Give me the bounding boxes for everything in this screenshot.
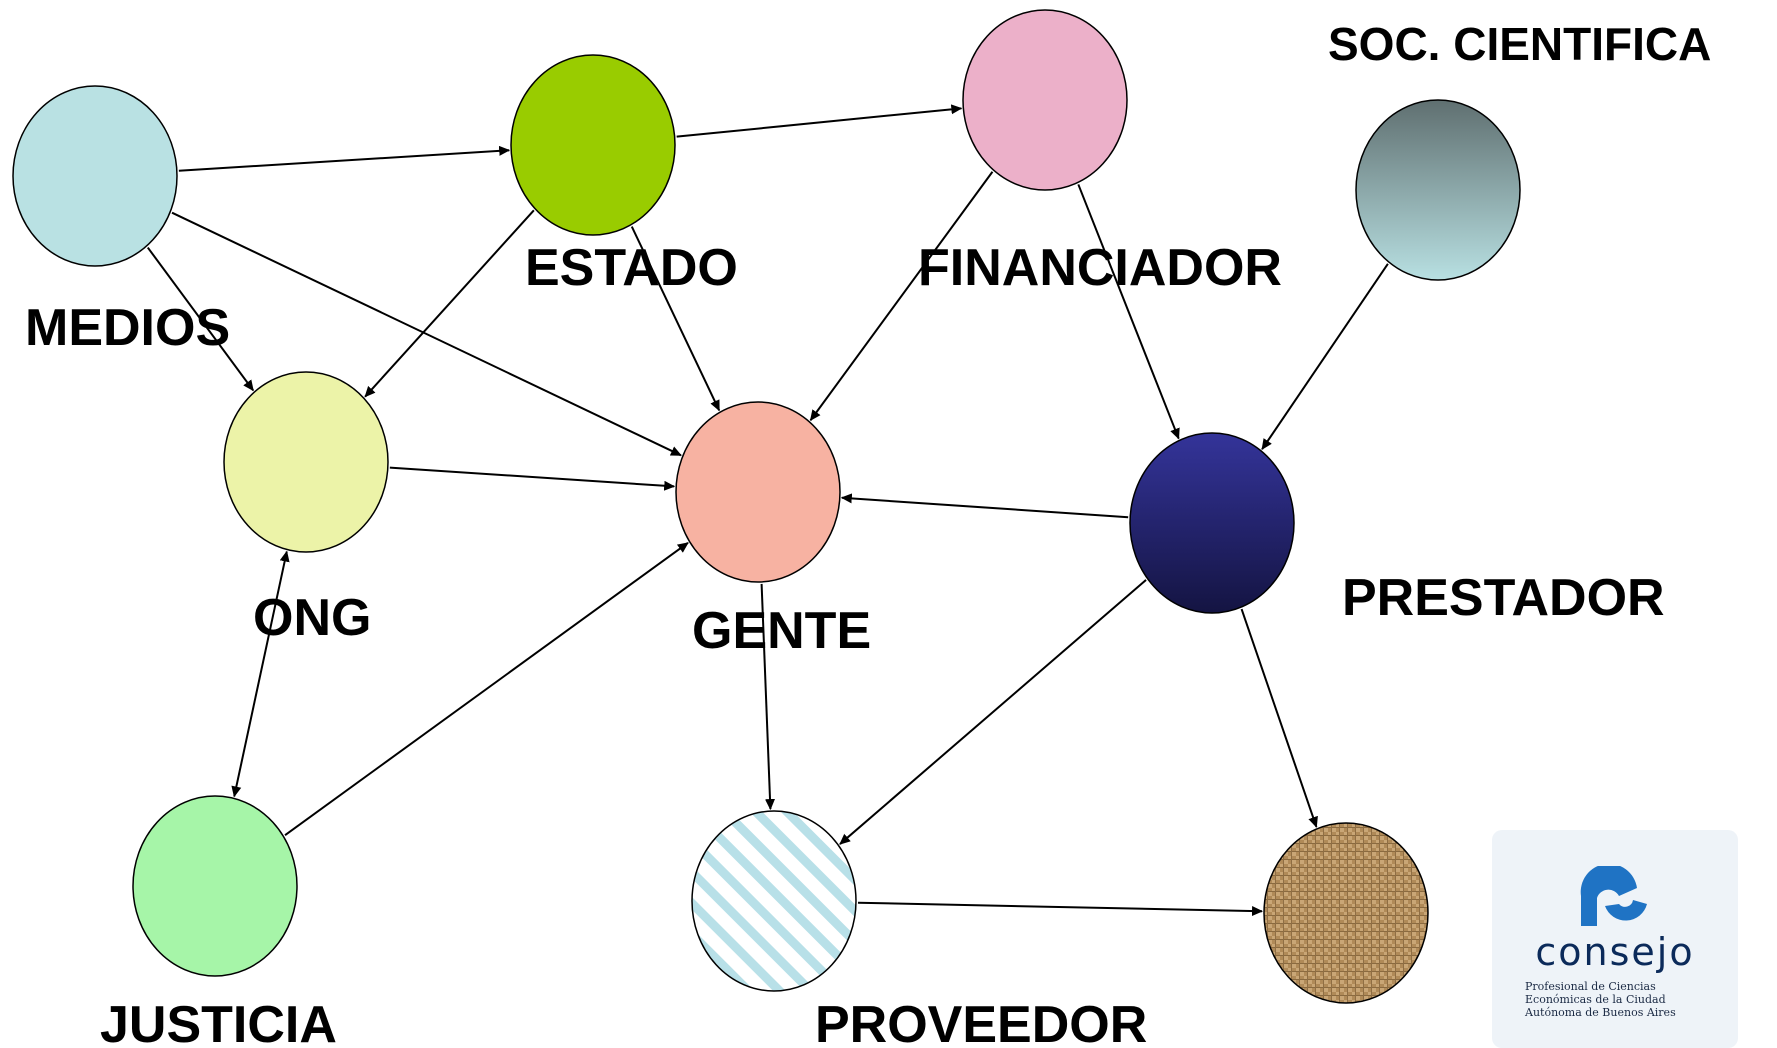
node-label-gente: GENTE [692,602,871,660]
edge-prestador-to-gente [840,493,1129,519]
node-ong [223,371,389,553]
labels-layer: MEDIOS ESTADO FINANCIADOR SOC. CIENTIFICA ON… [25,18,1711,1048]
node-label-ong: ONG [253,589,371,647]
edge-soc-to-prestador [1261,263,1389,450]
consejo-mark-icon [1580,866,1647,926]
node-gente [675,401,841,583]
logo-subtitle-line: Autónoma de Buenos Aires [1525,1006,1676,1019]
logo-wordmark: consejo [1535,930,1695,974]
edge-medios-to-gente [171,211,682,457]
node-prestador [1129,432,1295,614]
edge-ong-to-gente [389,466,676,491]
edge-financiador-to-prestador [1077,184,1180,440]
edge-prestador-to-proveedor [839,579,1147,845]
logo-subtitle-line: Profesional de Ciencias [1525,980,1656,993]
node-label-justicia: JUSTICIA [100,996,337,1048]
node-burlap [1263,822,1429,1004]
edge-prestador-to-burlap [1240,608,1318,828]
edge-justicia-to-gente [284,541,689,837]
edge-medios-to-ong [146,246,255,392]
node-label-estado: ESTADO [525,239,738,297]
node-soc [1355,99,1521,281]
logo-subtitle-line: Económicas de la Ciudad [1525,993,1666,1006]
node-label-prestador: PRESTADOR [1342,569,1665,627]
consejo-logo: consejo Profesional de Ciencias Económic… [1492,830,1738,1048]
edge-estado-to-gente [630,226,721,412]
node-financiador [962,9,1128,191]
node-label-soc: SOC. CIENTIFICA [1328,18,1711,70]
edge-estado-to-financiador [676,104,963,138]
edge-justicia-to-ong [231,550,290,798]
node-label-financiador: FINANCIADOR [918,239,1282,297]
edge-proveedor-to-burlap [857,901,1264,917]
node-label-proveedor: PROVEEDOR [815,996,1147,1048]
node-medios [12,85,178,267]
edge-gente-to-proveedor [760,583,776,811]
node-justicia [132,795,298,977]
edges-layer [146,104,1389,917]
edge-medios-to-estado [178,145,511,172]
edge-estado-to-ong [364,209,535,398]
node-estado [510,54,676,236]
nodes-layer [12,9,1521,1004]
edge-financiador-to-gente [809,171,994,422]
node-label-medios: MEDIOS [25,299,230,357]
logo-subtitle: Profesional de Ciencias Económicas de la… [1525,980,1705,1019]
node-proveedor [691,810,857,992]
